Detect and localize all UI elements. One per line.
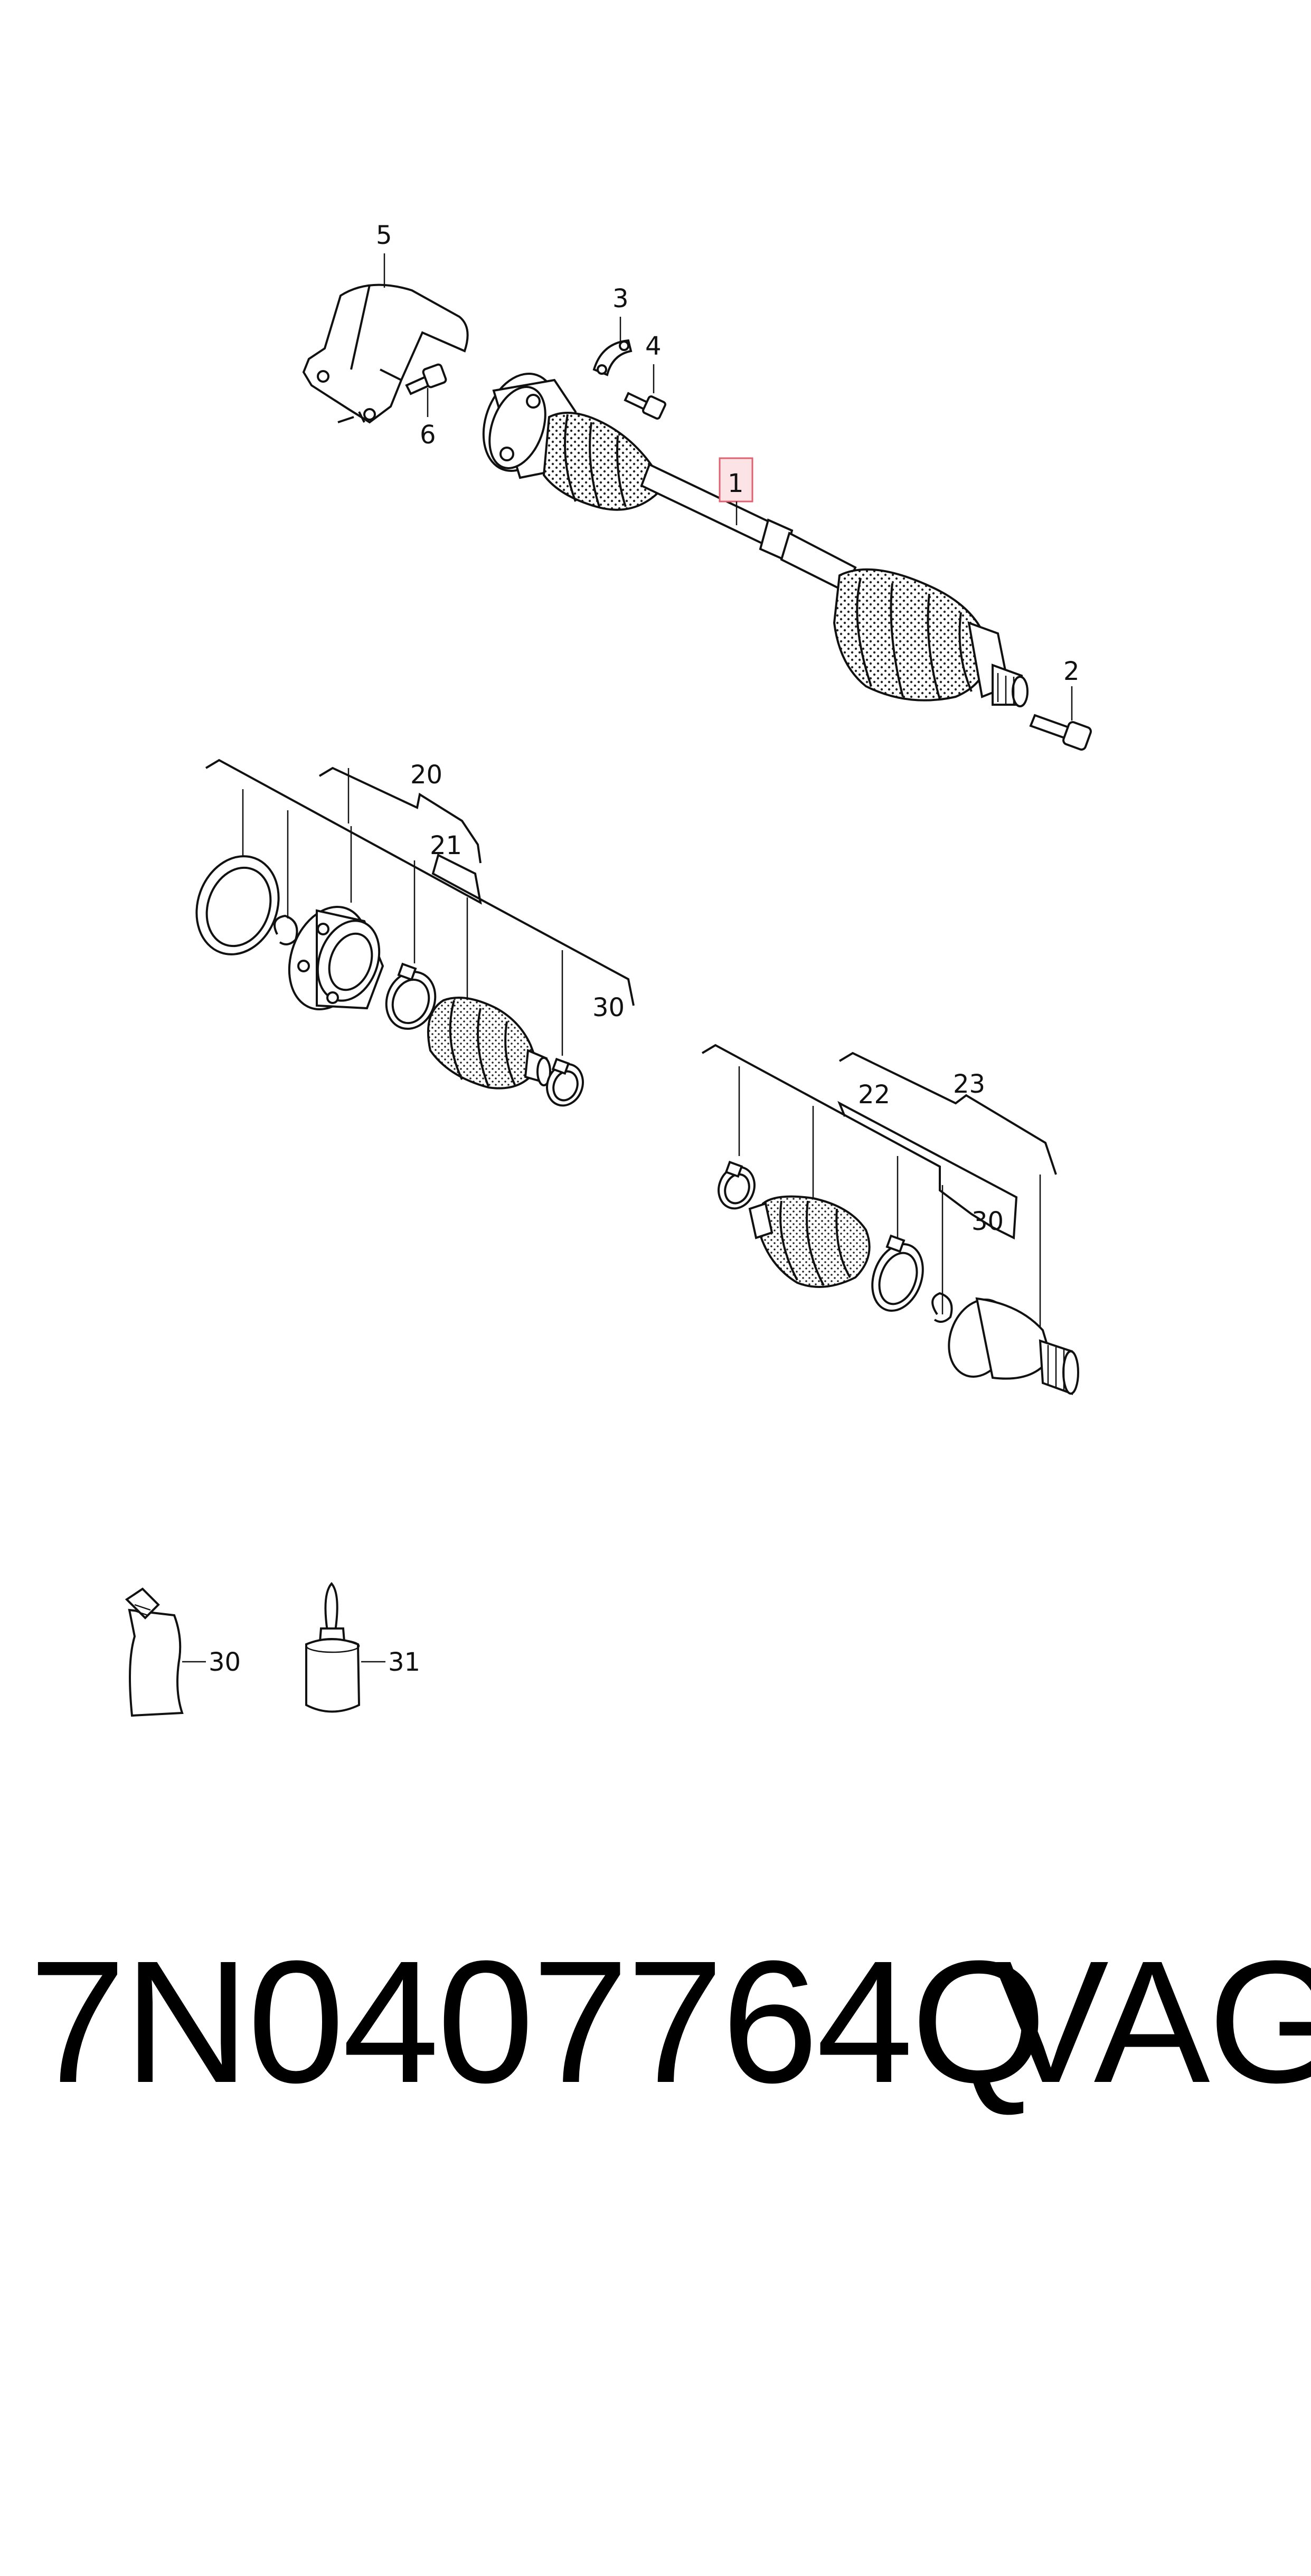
clamp-band-b-part [871, 1234, 924, 1312]
bolt-part-2 [1029, 714, 1092, 751]
drive-shaft-part-1 [482, 373, 1029, 707]
grease-tube-part-30 [125, 1587, 184, 1717]
clamp-band-part [385, 962, 437, 1030]
callout-4: 4 [645, 332, 662, 361]
seal-ring-part [195, 855, 280, 955]
inner-boot-part [427, 997, 551, 1090]
callout-30-group-b: 30 [972, 1207, 1004, 1236]
callout-21: 21 [430, 831, 462, 860]
clamp-small-b-part [718, 1160, 756, 1210]
bracket-group-22-23-30 [701, 1044, 1057, 1341]
exploded-parts-diagram: 5 3 4 6 1 2 20 21 30 23 22 30 30 31 [125, 221, 1092, 1717]
highlight-box-part-1 [719, 457, 753, 503]
callout-5: 5 [376, 221, 392, 250]
outer-cv-joint-part [948, 1297, 1079, 1395]
callout-3: 3 [612, 284, 629, 314]
circlip-part [273, 914, 298, 945]
callout-22: 22 [858, 1080, 890, 1110]
circlip-b-part [931, 1292, 953, 1323]
bottle-part-31 [305, 1581, 361, 1713]
callout-30-tube: 30 [209, 1647, 241, 1677]
bolt-part-4 [624, 392, 666, 420]
bracket-group-20-21-30 [205, 759, 635, 1056]
callout-2: 2 [1063, 657, 1080, 686]
outer-boot-part [748, 1195, 871, 1288]
inner-cv-joint-part [288, 906, 384, 1010]
caption: 7N0407764Q VAG [0, 1911, 1311, 2133]
callout-30-group-a: 30 [592, 993, 625, 1022]
callout-31: 31 [388, 1647, 420, 1677]
heat-shield-part-5 [302, 283, 469, 424]
callout-23: 23 [953, 1069, 985, 1099]
retaining-plate-part-3 [592, 339, 633, 376]
part-number: 7N0407764Q [29, 1924, 1046, 2119]
brand-name: VAG [993, 1924, 1311, 2119]
callout-1: 1 [728, 469, 744, 498]
callout-6: 6 [420, 420, 436, 450]
clamp-small-part [546, 1057, 584, 1107]
bolt-part-6 [405, 363, 447, 395]
callout-20: 20 [410, 760, 442, 790]
